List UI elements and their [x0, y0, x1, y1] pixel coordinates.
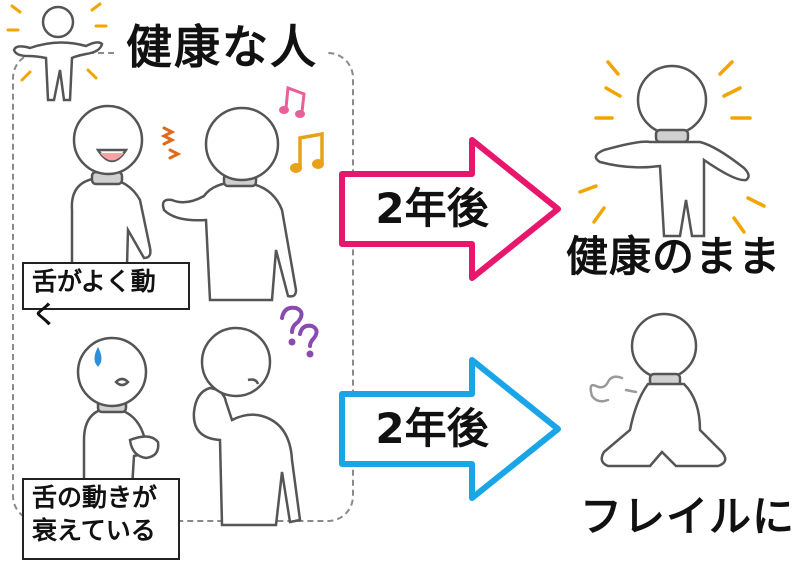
top-arrow-label: 2年後	[375, 184, 489, 233]
label-good-tongue-text: 舌がよく動く	[32, 267, 156, 329]
music-notes	[279, 85, 324, 173]
label-weak-tongue: 舌の動きが 衰えている	[22, 478, 180, 560]
sweat-drop	[94, 346, 102, 367]
bottom-arrow-label: 2年後	[375, 404, 489, 453]
question-marks	[280, 305, 319, 358]
page-title: 健康な人	[118, 22, 326, 73]
sigh-breath	[589, 375, 638, 403]
frail-figure	[600, 312, 727, 468]
result-healthy: 健康のまま	[566, 232, 782, 281]
bottom-arrow-shape	[339, 357, 561, 501]
title-sparkles	[6, 2, 108, 82]
label-good-tongue: 舌がよく動く	[22, 262, 190, 329]
result-frail: フレイルに	[580, 492, 796, 541]
top-arrow-shape	[339, 137, 561, 281]
label-weak-tongue-line1: 舌の動きが	[32, 483, 158, 512]
title-figure	[12, 5, 104, 102]
energy-sparkles	[578, 60, 766, 234]
struggling-person-right	[192, 326, 302, 527]
label-weak-tongue-line2: 衰えている	[32, 515, 156, 545]
speech-marks	[160, 126, 182, 160]
talking-person-right	[161, 106, 298, 302]
energetic-figure	[594, 64, 750, 238]
